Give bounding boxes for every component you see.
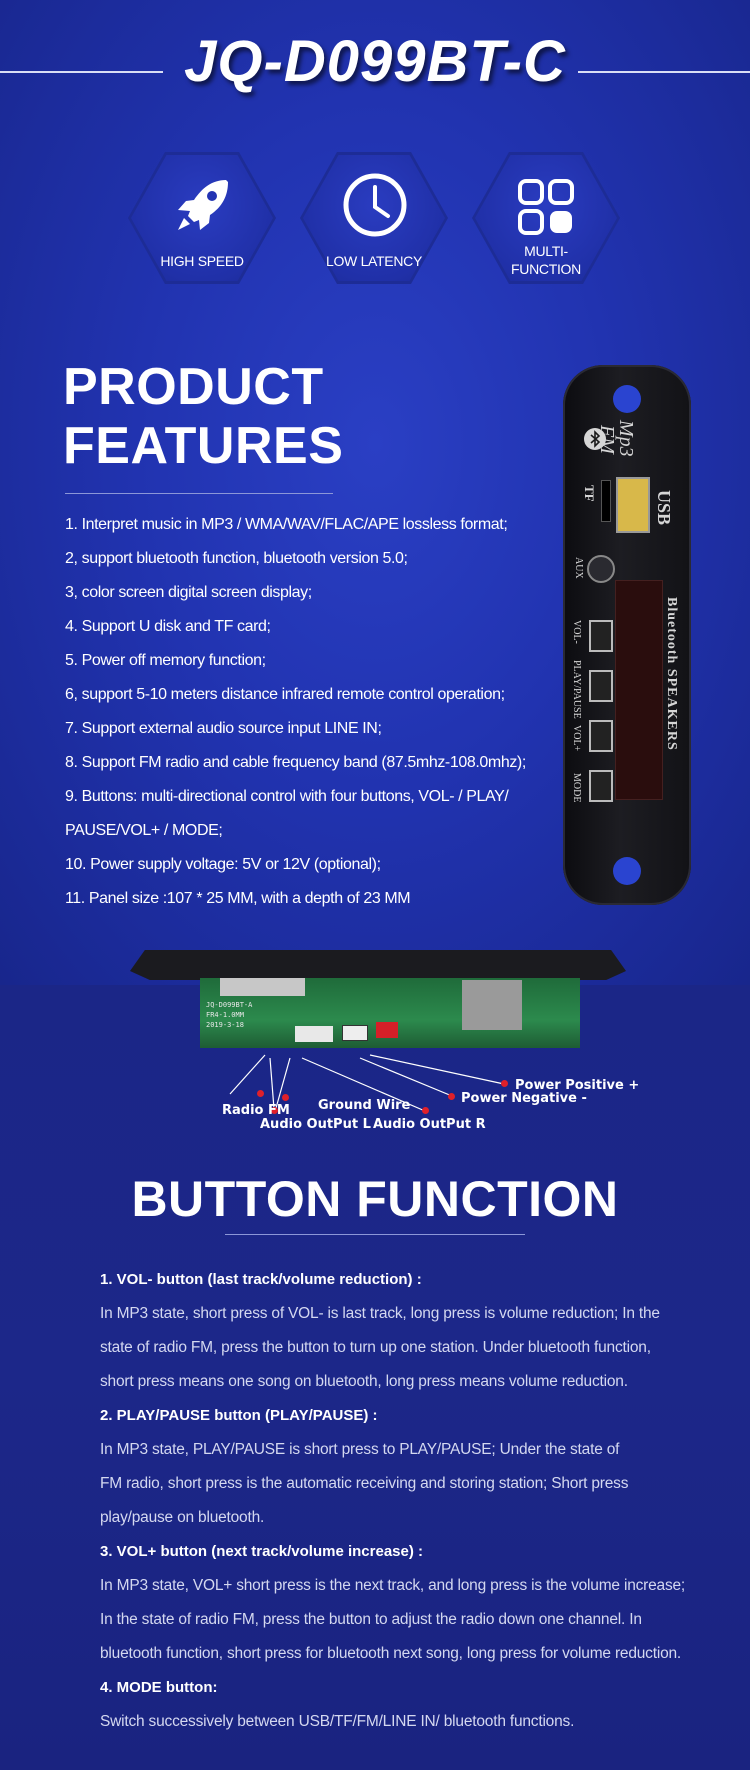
callout-power-negative: Power Negative - [461, 1091, 587, 1106]
vol-plus-button[interactable] [589, 720, 613, 752]
callout-dot [422, 1107, 429, 1114]
feature-item: 5. Power off memory function; [65, 652, 266, 669]
callout-lines [229, 1054, 505, 1112]
board-faceplate [130, 950, 626, 980]
panel-brand-fm-wrap: FM [595, 425, 618, 454]
vol-plus-label: VOL+ [571, 725, 582, 752]
section-text: state of radio FM, press the button to t… [100, 1339, 651, 1356]
badge-label: FUNCTION [511, 261, 581, 277]
rocket-icon [178, 180, 228, 230]
board-chip [220, 978, 305, 996]
bluetooth-icon [584, 428, 606, 450]
section-text: Switch successively between USB/TF/FM/LI… [100, 1713, 575, 1730]
mode-button[interactable] [589, 770, 613, 802]
section-text: In the state of radio FM, press the butt… [100, 1611, 642, 1628]
play-pause-button[interactable] [589, 670, 613, 702]
button-function-title: BUTTON FUNCTION [131, 1171, 619, 1227]
callout-dot [501, 1080, 508, 1087]
callout-dot [257, 1090, 264, 1097]
clock-icon [343, 173, 407, 237]
feature-item: 10. Power supply voltage: 5V or 12V (opt… [65, 856, 381, 873]
section-heading: 1. VOL- button (last track/volume reduct… [100, 1271, 422, 1288]
button-function-list: 1. VOL- button (last track/volume reduct… [100, 1263, 740, 1739]
callout-audio-l: Audio OutPut L [260, 1117, 371, 1132]
feature-item: 4. Support U disk and TF card; [65, 618, 271, 635]
silkscreen-line: JQ-D099BT-A [206, 1001, 253, 1009]
feature-item: PAUSE/VOL+ / MODE; [65, 822, 223, 839]
vol-minus-button[interactable] [589, 620, 613, 652]
panel-brand-fm: FM [596, 425, 618, 454]
feature-item: 2, support bluetooth function, bluetooth… [65, 550, 408, 567]
title-line: FEATURES [63, 417, 344, 475]
grid-icon [518, 179, 574, 235]
callout-dot [448, 1093, 455, 1100]
silkscreen-line: 2019-3-18 [206, 1021, 244, 1029]
feature-item: 9. Buttons: multi-directional control wi… [65, 788, 509, 805]
section-heading: 3. VOL+ button (next track/volume increa… [100, 1543, 423, 1560]
section-text: In MP3 state, PLAY/PAUSE is short press … [100, 1441, 620, 1458]
silkscreen-line: FR4-1.0MM [206, 1011, 244, 1019]
mode-label: MODE [571, 773, 582, 803]
feature-item: 6, support 5-10 meters distance infrared… [65, 686, 505, 703]
badge-label: HIGH SPEED [160, 253, 244, 269]
panel-brand-mp3: Mp3 [615, 420, 637, 457]
product-panel-image: Mp3 FM TF USB AUX Bluetooth SPEAKERS VOL… [563, 365, 691, 905]
feature-item: 3, color screen digital screen display; [65, 584, 312, 601]
callout-power-positive: Power Positive + [515, 1078, 640, 1093]
badge-label: MULTI- [524, 243, 568, 259]
section-text: In MP3 state, short press of VOL- is las… [100, 1305, 660, 1322]
page-title: JQ-D099BT-C [184, 29, 566, 94]
connector-small [342, 1025, 368, 1041]
feature-item: 11. Panel size :107 * 25 MM, with a dept… [65, 890, 411, 907]
title-rule-left [0, 71, 163, 73]
feature-item: 1. Interpret music in MP3 / WMA/WAV/FLAC… [65, 516, 508, 533]
callout-dot [271, 1107, 278, 1114]
display-screen [615, 580, 663, 800]
feature-item: 7. Support external audio source input L… [65, 720, 382, 737]
section-text: bluetooth function, short press for blue… [100, 1645, 682, 1662]
callout-radio-fm: Radio FM [222, 1103, 290, 1118]
section-text: short press means one song on bluetooth,… [100, 1373, 628, 1390]
aux-jack [587, 555, 615, 583]
panel-brand: Mp3 [615, 420, 637, 457]
divider [225, 1234, 525, 1235]
badge-high-speed: HIGH SPEED [128, 152, 276, 284]
connector-white [295, 1026, 333, 1042]
callout-ground-wire: Ground Wire [318, 1098, 411, 1113]
connector-red [376, 1022, 398, 1038]
board-image: JQ-D099BT-A FR4-1.0MM 2019-3-18 [130, 950, 630, 1125]
title-line: PRODUCT [63, 358, 324, 416]
board-pcb: JQ-D099BT-A FR4-1.0MM 2019-3-18 [200, 978, 580, 1048]
usb-socket [462, 980, 522, 1030]
usb-port [616, 477, 650, 533]
callout-audio-r: Audio OutPut R [373, 1117, 486, 1132]
divider [65, 493, 333, 494]
section-heading: 4. MODE button: [100, 1679, 218, 1696]
section-text: In MP3 state, VOL+ short press is the ne… [100, 1577, 686, 1594]
feature-list: 1. Interpret music in MP3 / WMA/WAV/FLAC… [65, 508, 526, 916]
bottom-background [0, 985, 750, 1770]
product-features-title: PRODUCT FEATURES [63, 358, 343, 476]
section-text: FM radio, short press is the automatic r… [100, 1475, 629, 1492]
title-rule-right [578, 71, 750, 73]
vol-minus-label: VOL- [571, 620, 582, 644]
screen-label: Bluetooth SPEAKERS [664, 597, 679, 751]
section-text: play/pause on bluetooth. [100, 1509, 265, 1526]
badge-label: LOW LATENCY [325, 253, 422, 269]
tf-label: TF [582, 485, 597, 502]
tf-slot [601, 480, 611, 522]
mount-hole [613, 857, 641, 885]
silkscreen: JQ-D099BT-A FR4-1.0MM 2019-3-18 [206, 1000, 252, 1030]
section-heading: 2. PLAY/PAUSE button (PLAY/PAUSE) : [100, 1407, 378, 1424]
callout-dot [282, 1094, 289, 1101]
play-pause-label: PLAY/PAUSE [571, 660, 582, 719]
mount-hole [613, 385, 641, 413]
feature-item: 8. Support FM radio and cable frequency … [65, 754, 526, 771]
usb-label: USB [654, 490, 674, 526]
aux-label: AUX [573, 557, 584, 579]
